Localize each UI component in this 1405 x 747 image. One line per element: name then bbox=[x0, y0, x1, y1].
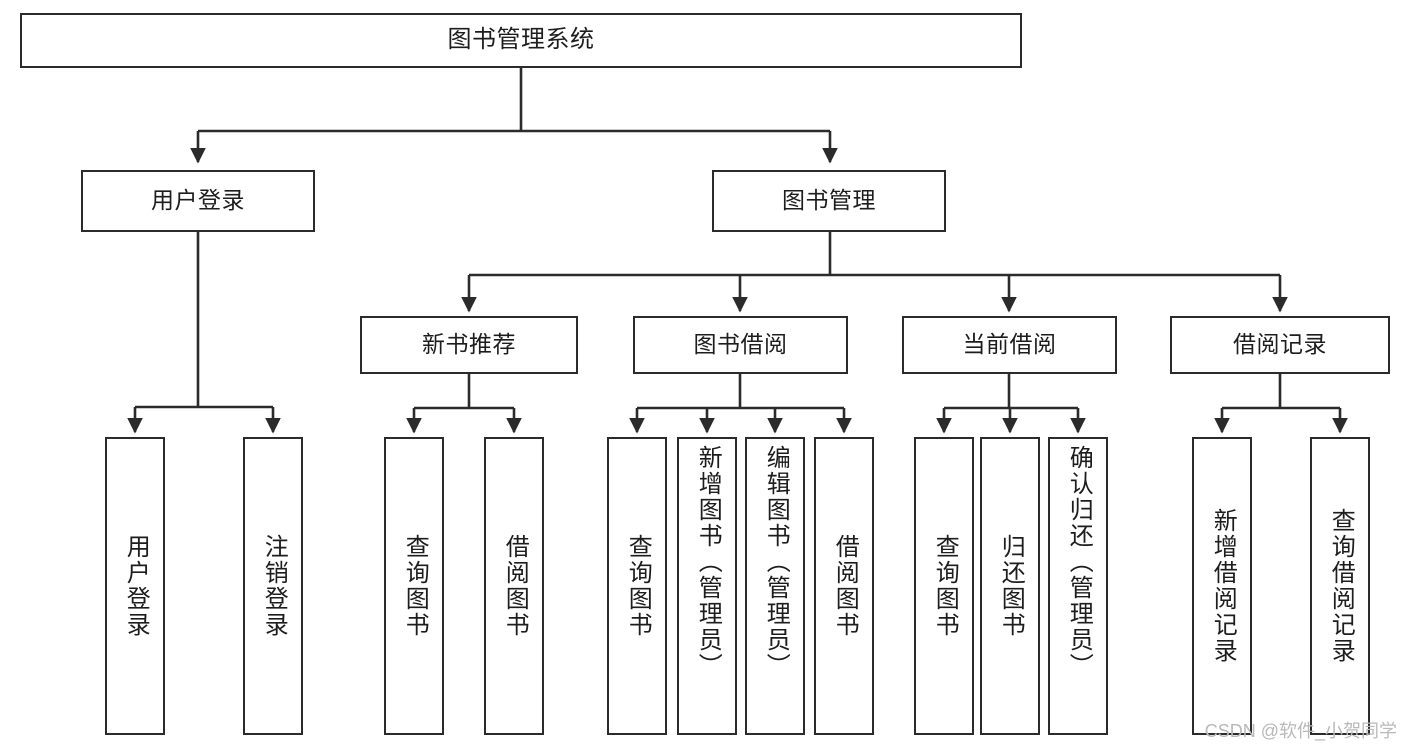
node-leaf-edit-book-admin[interactable]: 编辑图书（管理员） bbox=[745, 437, 805, 735]
node-leaf-confirm-return-admin[interactable]: 确认归还（管理员） bbox=[1048, 437, 1108, 735]
node-new-book-recommendation[interactable]: 新书推荐 bbox=[360, 316, 578, 374]
node-book-borrow[interactable]: 图书借阅 bbox=[633, 316, 848, 374]
node-leaf-add-borrow-record[interactable]: 新增借阅记录 bbox=[1192, 437, 1252, 735]
node-current-borrow[interactable]: 当前借阅 bbox=[902, 316, 1117, 374]
node-label: 确认归还（管理员） bbox=[1065, 445, 1093, 679]
node-label: 图书借阅 bbox=[693, 331, 788, 358]
node-label: 查询图书 bbox=[624, 534, 652, 638]
node-label: 新增借阅记录 bbox=[1209, 508, 1237, 664]
node-leaf-return-book[interactable]: 归还图书 bbox=[980, 437, 1040, 735]
node-leaf-query-book-borrow[interactable]: 查询图书 bbox=[607, 437, 667, 735]
node-leaf-borrow-book-rec[interactable]: 借阅图书 bbox=[484, 437, 544, 735]
node-label: 借阅图书 bbox=[831, 534, 859, 638]
node-user-login[interactable]: 用户登录 bbox=[81, 170, 315, 232]
node-leaf-logout[interactable]: 注销登录 bbox=[243, 437, 303, 735]
node-label: 借阅记录 bbox=[1233, 331, 1327, 358]
node-label: 编辑图书（管理员） bbox=[762, 445, 790, 679]
node-label: 查询借阅记录 bbox=[1327, 508, 1355, 664]
node-label: 注销登录 bbox=[260, 534, 288, 638]
node-leaf-query-borrow-record[interactable]: 查询借阅记录 bbox=[1310, 437, 1370, 735]
node-label: 借阅图书 bbox=[501, 534, 529, 638]
node-leaf-user-login[interactable]: 用户登录 bbox=[105, 437, 165, 735]
node-leaf-borrow-book[interactable]: 借阅图书 bbox=[814, 437, 874, 735]
node-book-management[interactable]: 图书管理 bbox=[712, 170, 946, 232]
node-root-system[interactable]: 图书管理系统 bbox=[20, 13, 1022, 68]
node-borrow-record[interactable]: 借阅记录 bbox=[1170, 316, 1390, 374]
node-label: 查询图书 bbox=[931, 534, 959, 638]
node-label: 归还图书 bbox=[997, 534, 1025, 638]
node-label: 当前借阅 bbox=[962, 331, 1057, 358]
csdn-watermark: CSDN @软件_小贺同学 bbox=[1204, 721, 1397, 741]
node-label: 用户登录 bbox=[122, 534, 150, 638]
node-label: 新增图书（管理员） bbox=[694, 445, 722, 679]
node-leaf-query-book-current[interactable]: 查询图书 bbox=[914, 437, 974, 735]
node-label: 图书管理 bbox=[782, 187, 876, 214]
node-label: 图书管理系统 bbox=[447, 26, 595, 54]
node-leaf-query-book-rec[interactable]: 查询图书 bbox=[384, 437, 444, 735]
node-leaf-add-book-admin[interactable]: 新增图书（管理员） bbox=[677, 437, 737, 735]
node-label: 用户登录 bbox=[151, 187, 245, 214]
node-label: 新书推荐 bbox=[422, 331, 516, 358]
node-label: 查询图书 bbox=[401, 534, 429, 638]
